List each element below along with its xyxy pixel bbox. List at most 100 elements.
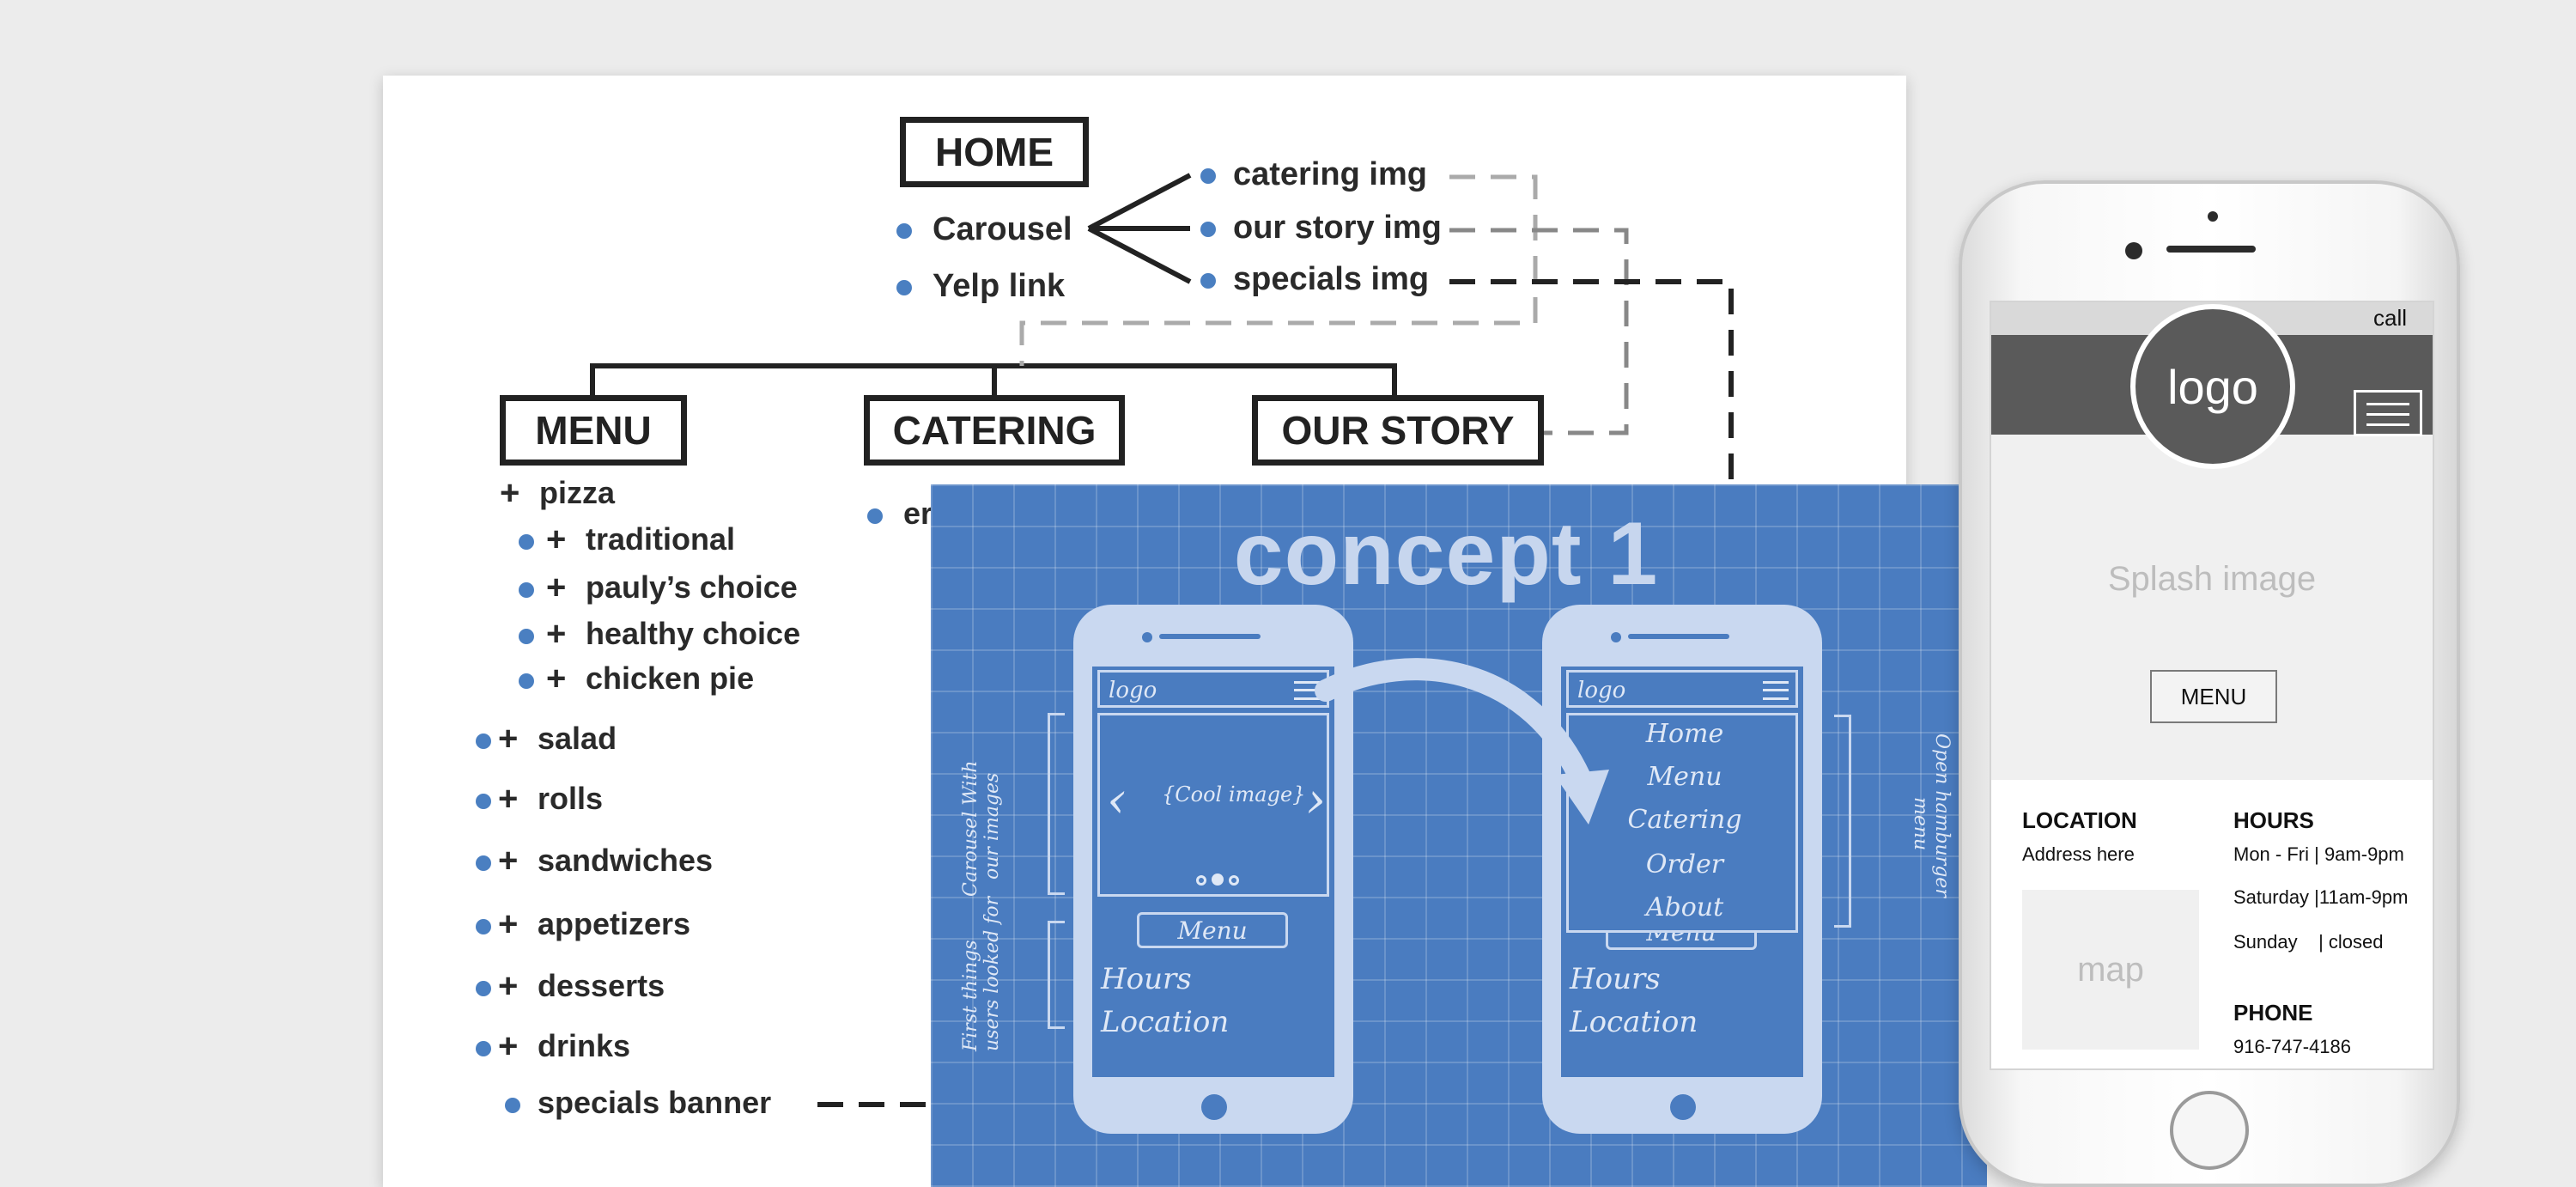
sensor-icon bbox=[2208, 211, 2218, 222]
menu-item-rolls: rolls bbox=[538, 781, 604, 816]
bullet-icon bbox=[476, 855, 491, 871]
plus-icon: + bbox=[546, 520, 567, 558]
carousel-image-placeholder: {Cool image} bbox=[1162, 782, 1306, 807]
hamburger-icon[interactable] bbox=[1763, 681, 1789, 700]
mockup-menu-button[interactable]: MENU bbox=[2150, 670, 2277, 723]
concept-title: concept 1 bbox=[1233, 504, 1659, 604]
carousel-dot[interactable] bbox=[1229, 875, 1239, 886]
hamburger-icon[interactable] bbox=[1294, 681, 1320, 700]
mockup-logo[interactable]: logo bbox=[2130, 304, 2295, 469]
plus-icon: + bbox=[498, 780, 519, 818]
note-carousel: Carousel With our images bbox=[960, 761, 1003, 898]
plus-icon: + bbox=[500, 474, 520, 512]
hours-heading: HOURS bbox=[2233, 807, 2314, 833]
speaker-icon bbox=[1159, 634, 1261, 639]
first-things-bracket bbox=[1048, 921, 1065, 1029]
pizza-sub-paulys-choice: pauly’s choice bbox=[586, 569, 798, 605]
camera-icon bbox=[2125, 242, 2142, 259]
nav-item-order[interactable]: Order bbox=[1645, 849, 1724, 880]
plus-icon: + bbox=[546, 660, 567, 697]
plus-icon: + bbox=[546, 569, 567, 606]
menu-item-drinks: drinks bbox=[538, 1028, 631, 1063]
nav-item-catering[interactable]: Catering bbox=[1627, 805, 1742, 835]
bullet-icon bbox=[519, 582, 534, 598]
note-open-line1: Open hamburger bbox=[1931, 734, 1953, 898]
plus-icon: + bbox=[498, 842, 519, 880]
pizza-sub-healthy-choice: healthy choice bbox=[586, 616, 801, 651]
plus-icon: + bbox=[546, 615, 567, 653]
bullet-icon bbox=[896, 280, 912, 295]
mockup-info-section: LOCATION Address here map HOURS Mon - Fr… bbox=[1991, 780, 2433, 1068]
mockup-phone: call logo Splash image MENU LOCATION Add… bbox=[1959, 180, 2460, 1187]
plus-icon: + bbox=[498, 967, 519, 1005]
bullet-icon bbox=[896, 223, 912, 239]
nav-item-menu[interactable]: Menu bbox=[1647, 762, 1722, 792]
carousel-dots[interactable] bbox=[1196, 874, 1239, 890]
concept-blueprint: concept 1 logo ‹ › {Cool image} Menu Hou… bbox=[931, 484, 1987, 1187]
carousel-dot-active[interactable] bbox=[1212, 874, 1224, 886]
carousel-right-arrow-icon[interactable]: › bbox=[1306, 770, 1327, 829]
map-placeholder[interactable]: map bbox=[2022, 890, 2199, 1050]
concept-phone-carousel: logo ‹ › {Cool image} Menu Hours Locatio… bbox=[1073, 605, 1353, 1134]
concept-screen: logo Menu Home Menu Catering Order About… bbox=[1559, 665, 1805, 1079]
home-button-icon[interactable] bbox=[2170, 1091, 2249, 1170]
concept-nav-menu: Home Menu Catering Order About bbox=[1566, 713, 1798, 933]
nav-item-home[interactable]: Home bbox=[1645, 719, 1724, 749]
sitemap-our-story-box: OUR STORY bbox=[1252, 395, 1544, 466]
bullet-icon bbox=[867, 508, 883, 524]
note-open-menu: Open hamburger menu bbox=[1910, 734, 1953, 898]
menu-item-sandwiches: sandwiches bbox=[538, 843, 714, 878]
hours-saturday: Saturday |11am-9pm bbox=[2233, 886, 2409, 908]
bullet-icon bbox=[519, 629, 534, 644]
plus-icon: + bbox=[498, 905, 519, 943]
bullet-icon bbox=[1200, 222, 1216, 237]
phone-number[interactable]: 916-747-4186 bbox=[2233, 1036, 2352, 1057]
bullet-icon bbox=[476, 734, 491, 749]
open-menu-bracket bbox=[1834, 715, 1851, 928]
note-first-line1: First things bbox=[960, 940, 981, 1051]
home-item-yelp: Yelp link bbox=[933, 268, 1066, 304]
bullet-icon bbox=[1200, 273, 1216, 289]
plus-icon: + bbox=[498, 720, 519, 758]
concept-location-label: Location bbox=[1570, 1005, 1698, 1039]
speaker-icon bbox=[2166, 246, 2256, 253]
phone-heading: PHONE bbox=[2233, 1000, 2313, 1026]
pizza-sub-chicken-pie: chicken pie bbox=[586, 660, 755, 696]
call-link[interactable]: call bbox=[2372, 305, 2407, 331]
concept-carousel[interactable]: ‹ › {Cool image} bbox=[1097, 713, 1329, 897]
home-item-carousel: Carousel bbox=[933, 211, 1072, 247]
concept-hours-label: Hours bbox=[1101, 962, 1192, 996]
carousel-image-specials: specials img bbox=[1233, 261, 1430, 297]
bullet-icon bbox=[476, 919, 491, 934]
bullet-icon bbox=[476, 794, 491, 809]
pizza-sub-traditional: traditional bbox=[586, 521, 736, 557]
curved-arrow-icon bbox=[1315, 658, 1609, 825]
speaker-icon bbox=[1628, 634, 1729, 639]
nav-item-about[interactable]: About bbox=[1645, 892, 1724, 922]
note-first-line2: users looked for bbox=[981, 896, 1003, 1051]
carousel-image-catering: catering img bbox=[1233, 156, 1427, 192]
mockup-screen: call logo Splash image MENU LOCATION Add… bbox=[1990, 301, 2434, 1070]
hamburger-menu-icon[interactable] bbox=[2354, 390, 2422, 436]
concept-location-label: Location bbox=[1101, 1005, 1230, 1039]
bullet-icon bbox=[519, 673, 534, 689]
catering-item-partial: er bbox=[903, 496, 933, 531]
menu-item-desserts: desserts bbox=[538, 968, 665, 1003]
menu-item-appetizers: appetizers bbox=[538, 906, 691, 941]
concept-hours-label: Hours bbox=[1570, 962, 1661, 996]
bullet-icon bbox=[519, 534, 534, 550]
hours-weekday: Mon - Fri | 9am-9pm bbox=[2233, 843, 2404, 865]
sitemap-menu-box: MENU bbox=[500, 395, 687, 466]
note-carousel-line1: Carousel With bbox=[960, 760, 981, 898]
sitemap-catering-box: CATERING bbox=[864, 395, 1125, 466]
address-text: Address here bbox=[2022, 843, 2135, 865]
home-button-icon bbox=[1670, 1094, 1696, 1120]
concept-screen: logo ‹ › {Cool image} Menu Hours Locatio… bbox=[1091, 665, 1336, 1079]
carousel-dot[interactable] bbox=[1196, 875, 1206, 886]
concept-menu-button[interactable]: Menu bbox=[1137, 912, 1288, 948]
hours-sunday: Sunday | closed bbox=[2233, 931, 2384, 953]
carousel-left-arrow-icon[interactable]: ‹ bbox=[1107, 770, 1127, 829]
concept-logo: logo bbox=[1577, 678, 1626, 703]
specials-banner: specials banner bbox=[538, 1085, 772, 1120]
home-button-icon bbox=[1201, 1094, 1227, 1120]
